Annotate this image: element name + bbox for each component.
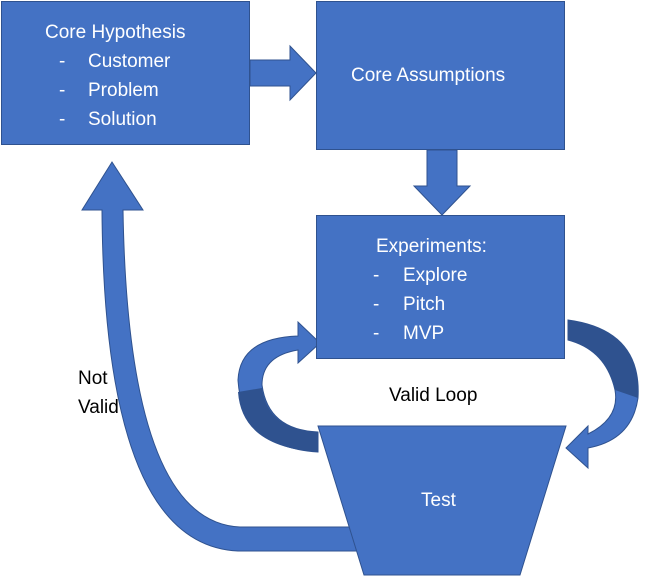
experiments-item: - Explore [317, 261, 564, 290]
list-dash: - [373, 294, 380, 315]
valid-loop-left-shade [238, 388, 318, 452]
experiments-item: - Pitch [317, 290, 564, 319]
core-hypothesis-item: - Customer [2, 47, 249, 76]
core-hypothesis-item: - Solution [2, 105, 249, 134]
list-label: Solution [88, 109, 157, 130]
list-label: Problem [88, 80, 159, 101]
list-dash: - [59, 109, 66, 130]
core-hypothesis-item: - Problem [2, 76, 249, 105]
list-dash: - [59, 51, 66, 72]
not-valid-label-line2: Valid [78, 397, 119, 418]
list-dash: - [59, 80, 66, 101]
core-hypothesis-title: Core Hypothesis [45, 22, 186, 43]
experiments-box: Experiments: - Explore - Pitch - MVP [316, 215, 565, 359]
experiments-title: Experiments: [376, 236, 487, 257]
valid-loop-right-shade [568, 320, 639, 398]
list-label: Customer [88, 51, 171, 72]
core-assumptions-title: Core Assumptions [351, 65, 506, 86]
not-valid-label-line1: Not [78, 368, 108, 389]
test-trapezoid [317, 425, 567, 576]
list-label: Pitch [403, 294, 446, 315]
not-valid-curved-arrow [81, 161, 358, 552]
arrow-right [249, 44, 317, 102]
test-label: Test [421, 490, 456, 511]
valid-loop-label: Valid Loop [389, 385, 478, 406]
list-label: MVP [403, 323, 445, 344]
core-hypothesis-box: Core Hypothesis - Customer - Problem - S… [1, 1, 250, 145]
core-assumptions-box: Core Assumptions [316, 1, 565, 150]
experiments-item: - MVP [317, 319, 564, 348]
list-dash: - [373, 323, 380, 344]
arrow-down [412, 149, 472, 216]
list-label: Explore [403, 265, 468, 286]
list-dash: - [373, 265, 380, 286]
